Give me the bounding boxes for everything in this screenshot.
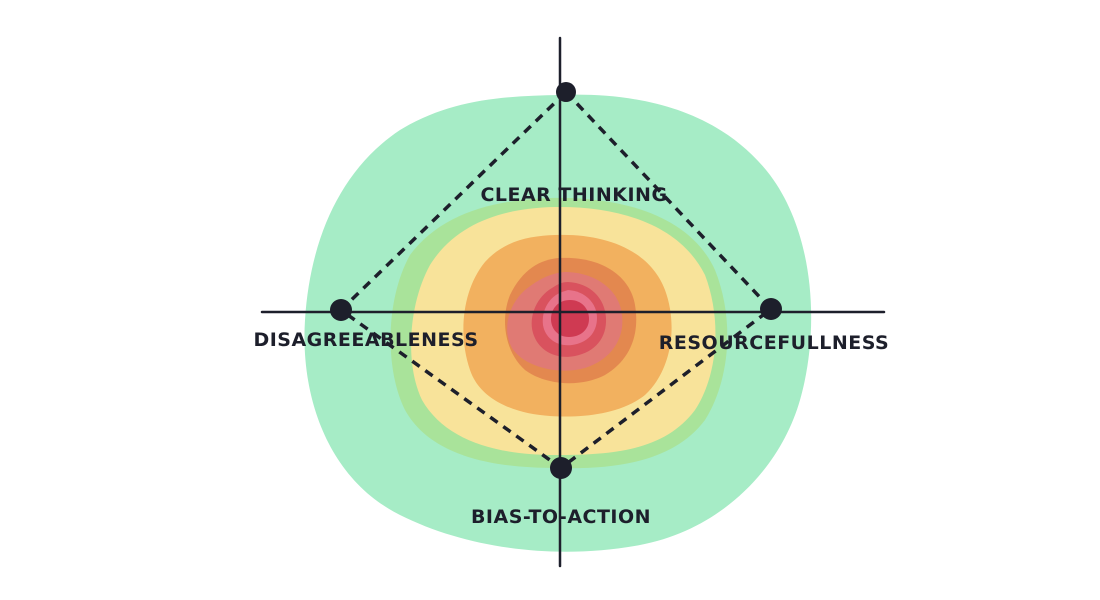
top-vertex-dot [556, 82, 576, 102]
label-disagreeableness: DISAGREEABLENESS [253, 329, 478, 351]
bottom-vertex-dot [550, 457, 572, 479]
label-clear-thinking: CLEAR THINKING [480, 184, 667, 206]
label-resourcefullness: RESOURCEFULLNESS [659, 332, 889, 354]
right-vertex-dot [760, 298, 782, 320]
core-ring [551, 300, 589, 337]
left-vertex-dot [330, 299, 352, 321]
label-bias-to-action: BIAS-TO-ACTION [471, 506, 651, 528]
